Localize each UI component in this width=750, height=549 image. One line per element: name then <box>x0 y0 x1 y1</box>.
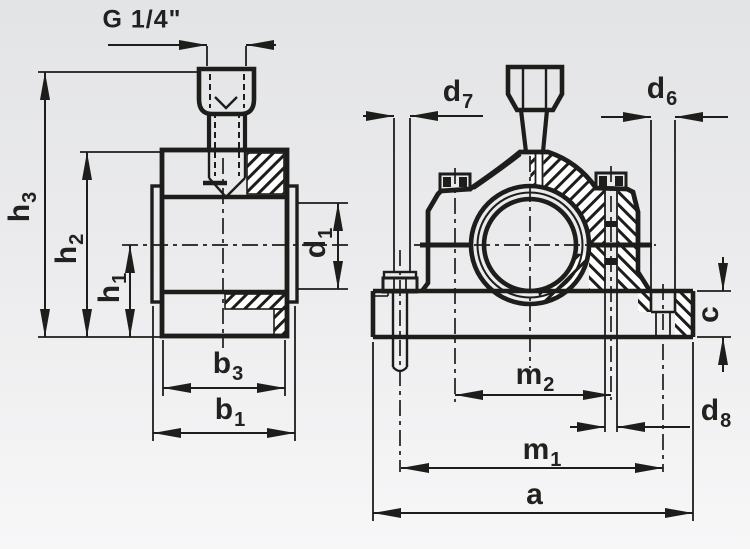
grease-channel <box>534 153 544 188</box>
dim-label-c: c <box>692 306 725 323</box>
dimensions-side-view <box>38 40 348 441</box>
dim-label-d1: d1 <box>299 227 337 259</box>
grease-nipple-side <box>196 66 257 199</box>
dim-label-b3: b3 <box>212 347 244 385</box>
dim-label-b1: b1 <box>214 393 246 431</box>
dim-label-d6: d6 <box>646 72 678 110</box>
dim-label-h2: h2 <box>50 233 88 265</box>
grease-nipple-front <box>505 64 565 153</box>
dim-label-d8: d8 <box>700 394 732 432</box>
side-view-centerlines <box>122 158 350 348</box>
mounting-stud-left <box>381 118 419 373</box>
dim-label-h3: h3 <box>3 191 41 223</box>
bolt-hole-right <box>649 120 677 337</box>
dim-label-m1: m1 <box>522 433 562 471</box>
dimensions-front-view <box>363 111 731 521</box>
front-view-centerlines <box>399 156 664 472</box>
side-view-hatching <box>225 153 287 336</box>
base-flange <box>370 288 696 340</box>
dim-label-a: a <box>526 478 543 511</box>
side-view <box>122 66 350 348</box>
front-view <box>370 64 696 472</box>
dim-label-d7: d7 <box>442 75 474 113</box>
dim-label-thread: G 1/4" <box>102 5 182 34</box>
dim-label-m2: m2 <box>515 358 555 396</box>
housing-block-side <box>150 147 299 339</box>
dim-label-h1: h1 <box>93 272 131 304</box>
